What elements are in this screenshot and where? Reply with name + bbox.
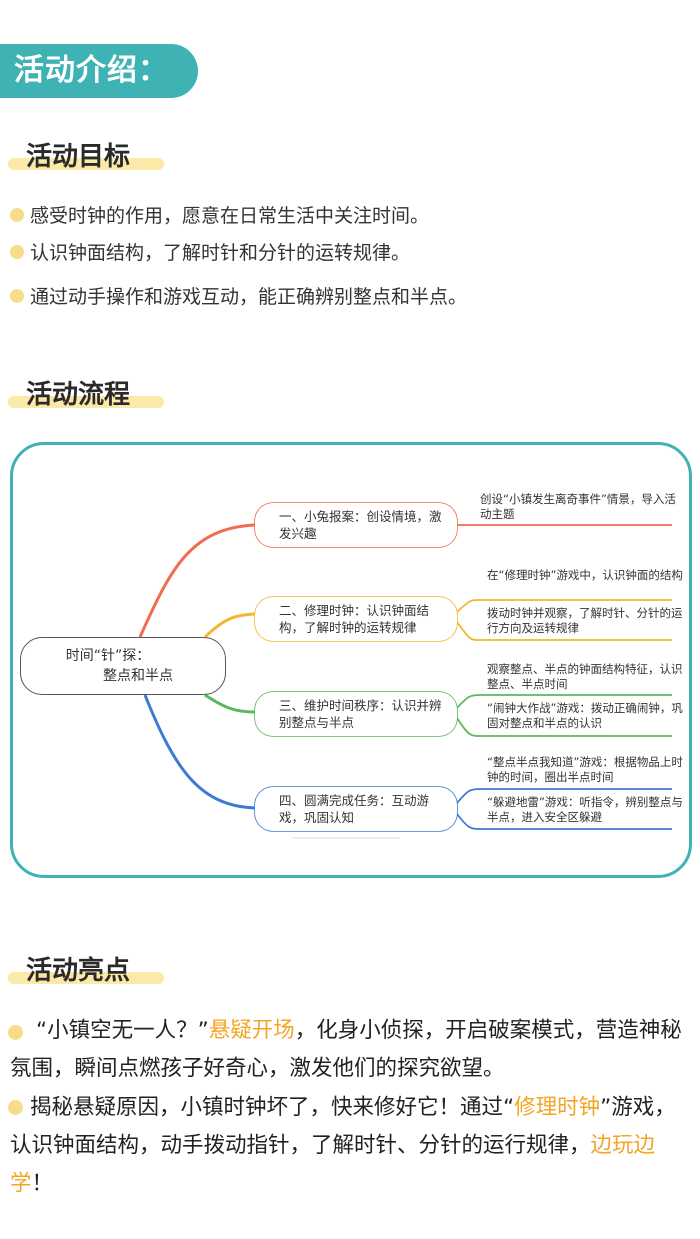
process-title-highlight (8, 396, 164, 408)
mindmap-node-4: 四、圆满完成任务：互动游戏，巩固认知 (255, 787, 457, 831)
intro-header: 活动介绍： (0, 44, 198, 98)
branch-line-3 (204, 693, 256, 714)
branch-line-2 (203, 612, 256, 639)
highlights-title-highlight (8, 972, 164, 984)
leaf-line-5 (456, 717, 672, 737)
mindmap-leaf-7: “躲避地雷”游戏：听指令，辨别整点与半点，进入安全区躲避 (487, 795, 683, 824)
mindmap-leaf-1: 创设“小镇发生离奇事件”情景，导入活动主题 (480, 492, 676, 521)
mindmap-node-1: 一、小兔报案：创设情境，激发兴趣 (255, 503, 457, 547)
mindmap-leaf-3: 拨动时钟并观察，了解时针、分针的运行方向及运转规律 (487, 606, 683, 635)
mindmap-leaf-4: 观察整点、半点的钟面结构特征，认识整点、半点时间 (487, 662, 683, 691)
mindmap-center-node: 时间“针”探： 整点和半点 (20, 637, 226, 695)
leaf-line-6 (456, 788, 672, 804)
highlight-item-1: “小镇空无一人？”悬疑开场，化身小侦探，开启破案模式，营造神秘氛围，瞬间点燃孩子… (10, 1018, 682, 1081)
mindmap-leaf-5: “闹钟大作战”游戏：拨动正确闹钟，巩固对整点和半点的认识 (487, 701, 683, 730)
bullet-dot-icon (10, 288, 24, 303)
bullet-dot-icon (8, 1100, 23, 1115)
bullet-dot-icon (10, 244, 24, 259)
branch-line-1 (138, 523, 256, 638)
mindmap-node-2: 二、修理时钟：认识钟面结构，了解时钟的运转规律 (255, 597, 457, 641)
goal-item: 认识钟面结构，了解时针和分针的运转规律。 (10, 238, 410, 265)
bullet-dot-icon (8, 1025, 23, 1040)
leaf-line-2 (456, 599, 672, 613)
leaf-line-4 (456, 694, 672, 709)
process-title: 活动流程 (26, 380, 131, 410)
goal-item: 通过动手操作和游戏互动，能正确辨别整点和半点。 (10, 282, 467, 309)
leaf-line-3 (456, 621, 672, 641)
goals-title-highlight (8, 158, 164, 170)
leaf-line-7 (456, 813, 672, 830)
goal-item: 感受时钟的作用，愿意在日常生活中关注时间。 (10, 201, 429, 228)
mindmap-leaf-6: “整点半点我知道”游戏：根据物品上时钟的时间，圈出半点时间 (487, 755, 683, 784)
bullet-dot-icon (10, 207, 24, 222)
highlight-item-2: 揭秘悬疑原因，小镇时钟坏了，快来修好它！通过“修理时钟”游戏，认识钟面结构，动手… (10, 1095, 676, 1196)
goals-title: 活动目标 (26, 142, 131, 172)
mindmap-leaf-2: 在“修理时钟”游戏中，认识钟面的结构 (487, 568, 683, 582)
highlights-title: 活动亮点 (26, 956, 131, 986)
mindmap-node-3: 三、维护时间秩序：认识并辨别整点与半点 (255, 692, 457, 736)
branch-line-4 (143, 694, 256, 810)
